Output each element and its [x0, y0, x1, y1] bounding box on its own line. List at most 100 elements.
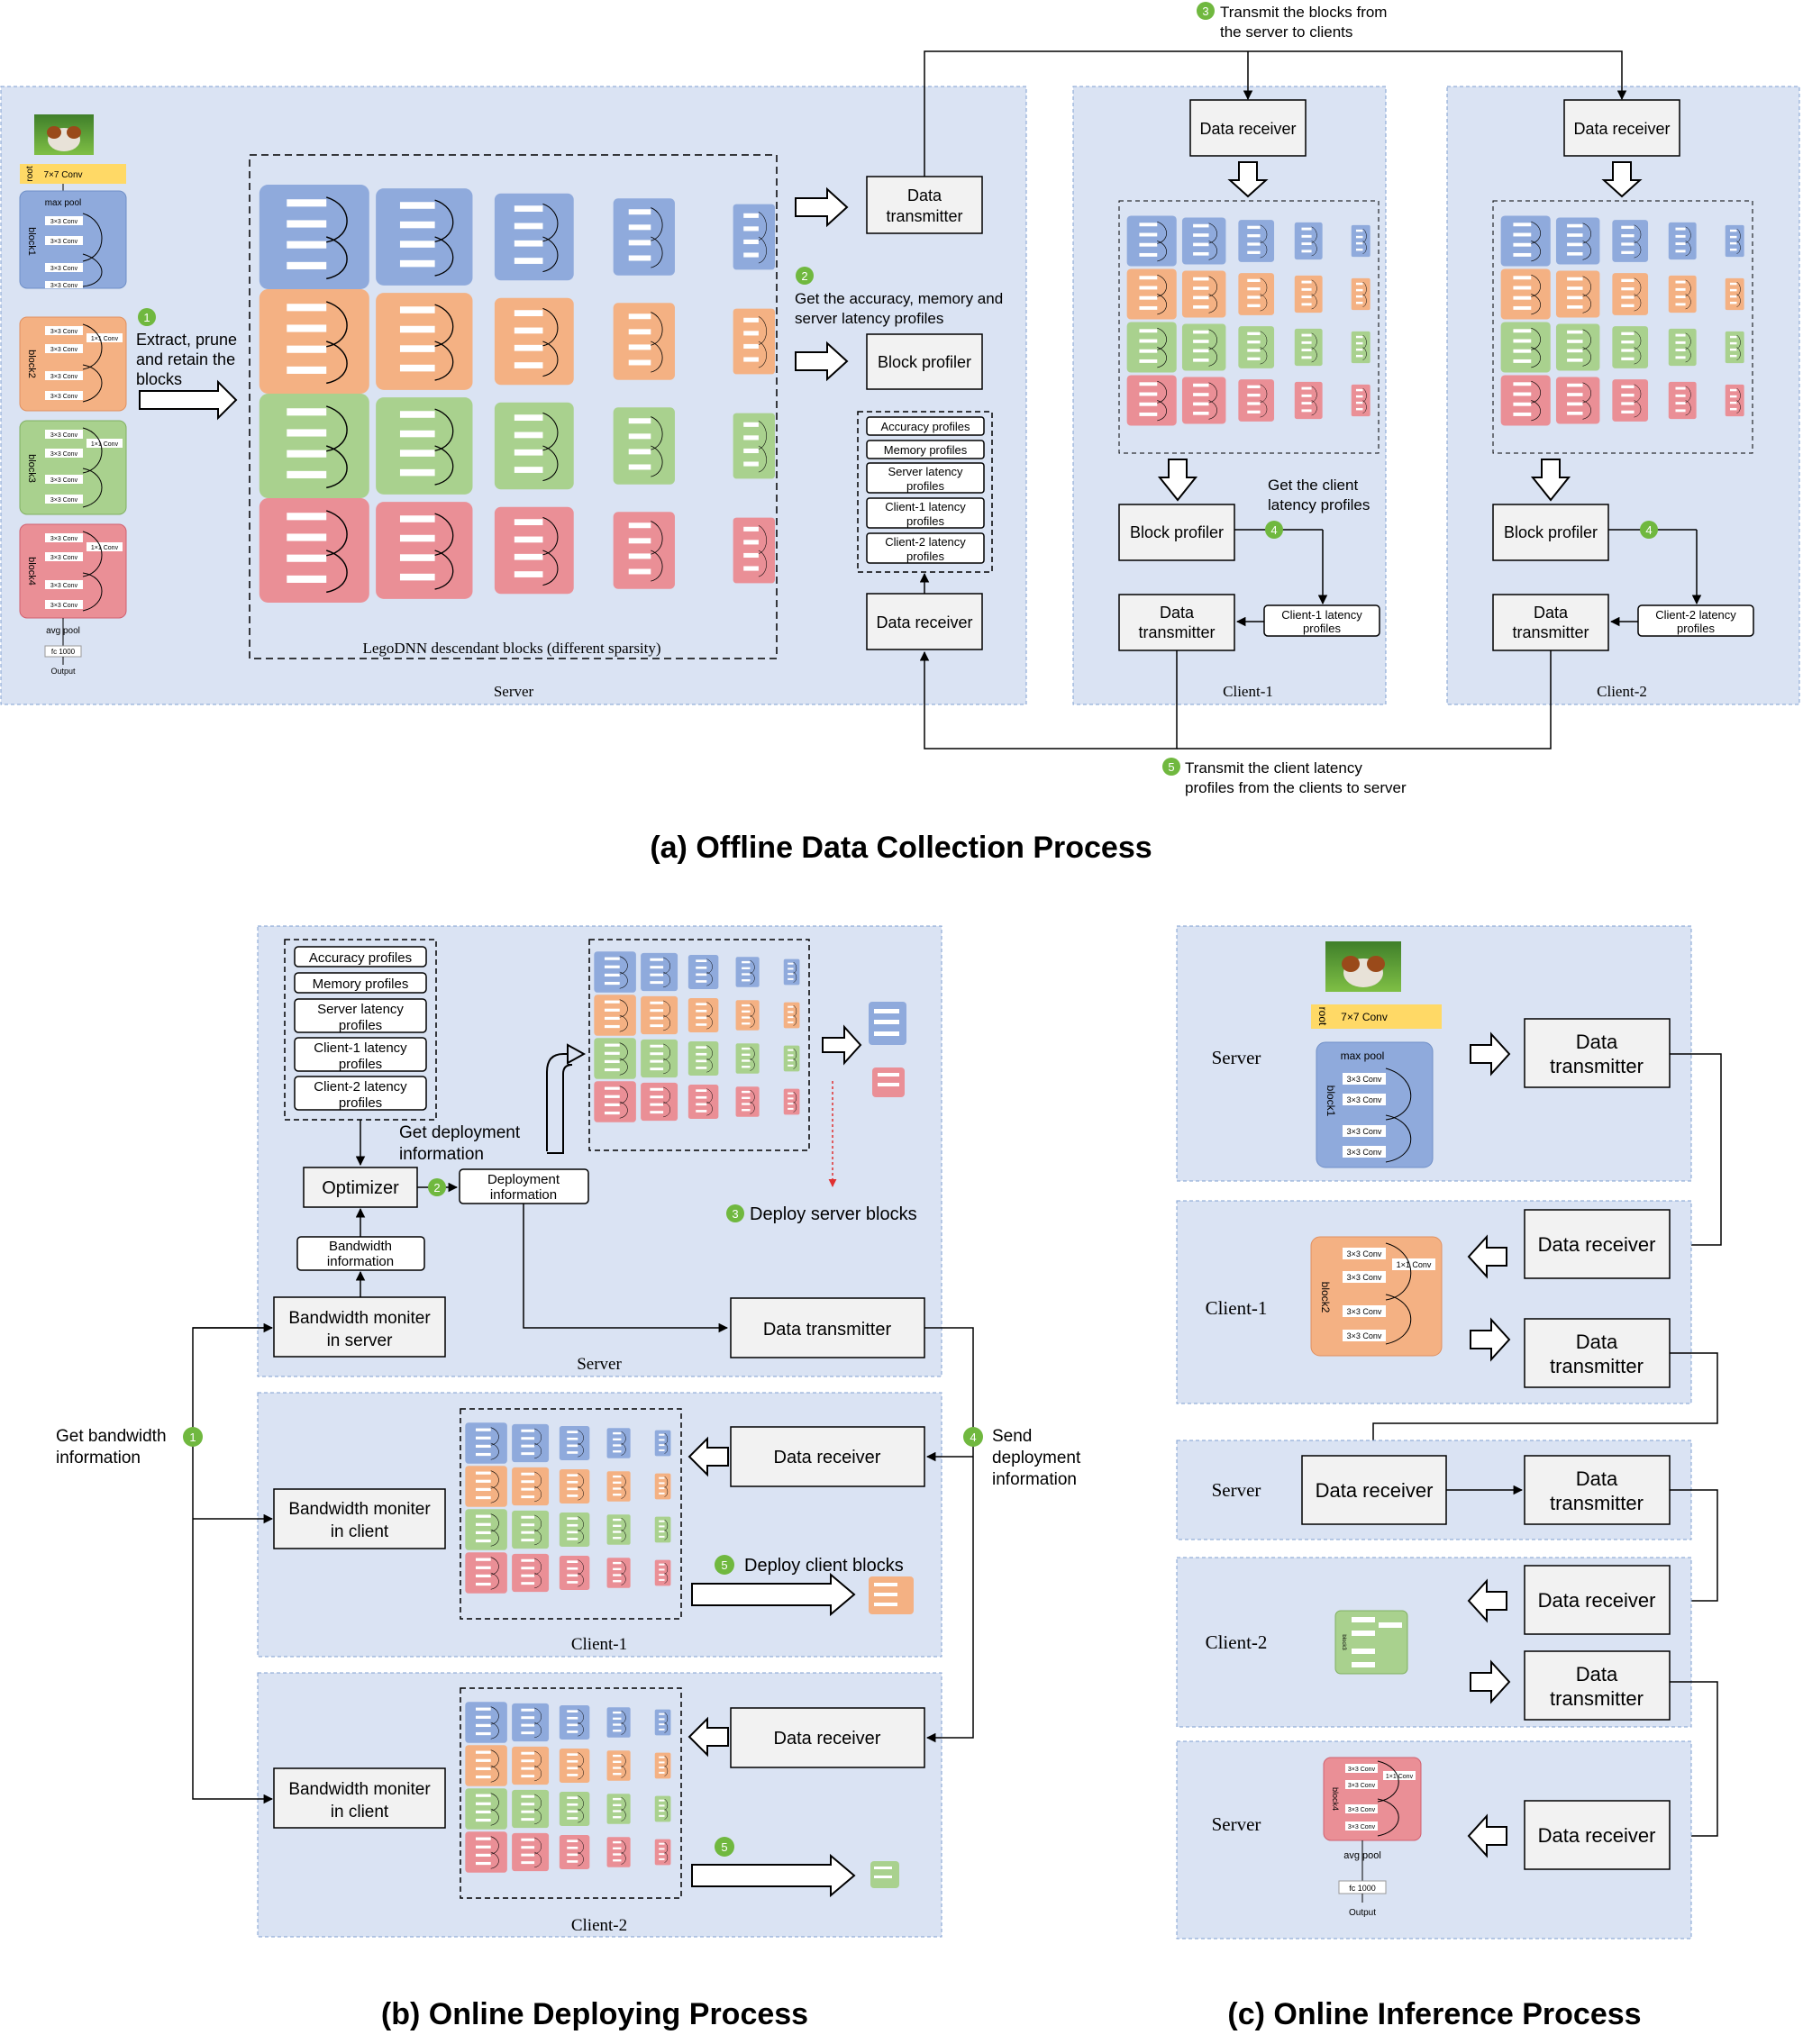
mini-block	[594, 951, 636, 993]
mini-block	[465, 1552, 507, 1594]
output-label: Output	[50, 667, 76, 676]
svg-text:3×3 Conv: 3×3 Conv	[1347, 1095, 1382, 1104]
svg-text:Server: Server	[1212, 1047, 1261, 1068]
svg-text:Memory profiles: Memory profiles	[313, 977, 409, 992]
svg-text:2: 2	[433, 1181, 440, 1195]
mini-block	[606, 1471, 631, 1502]
mini-block	[559, 1792, 590, 1826]
mini-block	[1238, 326, 1275, 368]
svg-text:Data transmitter: Data transmitter	[763, 1320, 892, 1340]
svg-text:Get the client: Get the client	[1268, 477, 1358, 494]
mini-block	[1612, 220, 1649, 262]
mini-block	[1500, 215, 1551, 267]
mini-block	[594, 1038, 636, 1079]
svg-text:3×3 Conv: 3×3 Conv	[1347, 1273, 1382, 1282]
svg-text:1×1 Conv: 1×1 Conv	[91, 336, 119, 342]
mini-block	[606, 1750, 631, 1781]
svg-text:3×3 Conv: 3×3 Conv	[1348, 1783, 1376, 1789]
svg-text:transmitter: transmitter	[886, 207, 962, 225]
mini-block	[688, 998, 719, 1032]
svg-text:Client-2 latency: Client-2 latency	[1655, 608, 1736, 622]
svg-text:Extract, prune: Extract, prune	[136, 331, 237, 349]
client1-a: Data receiver Block profiler Get the cli…	[1118, 99, 1380, 651]
mini-block	[1126, 375, 1177, 426]
mini-block	[606, 1514, 631, 1545]
panel-c-client2: Client-2 block3 Data receiver Data trans…	[1176, 1557, 1692, 1728]
mini-block	[783, 1045, 800, 1072]
svg-text:3×3 Conv: 3×3 Conv	[1347, 1249, 1382, 1258]
svg-text:fc 1000: fc 1000	[1349, 1884, 1376, 1893]
svg-text:3×3 Conv: 3×3 Conv	[1348, 1824, 1376, 1831]
mini-block	[1725, 384, 1744, 417]
mini-block	[559, 1705, 590, 1740]
mini-block	[606, 1837, 631, 1867]
svg-text:3×3 Conv: 3×3 Conv	[50, 394, 78, 400]
svg-text:3×3 Conv: 3×3 Conv	[1348, 1807, 1376, 1813]
svg-text:deployment: deployment	[992, 1449, 1081, 1467]
mini-block	[1668, 222, 1697, 260]
mini-block	[512, 1553, 550, 1593]
svg-text:latency profiles: latency profiles	[1268, 496, 1370, 513]
client2-block-grid	[465, 1702, 671, 1873]
svg-text:3×3 Conv: 3×3 Conv	[50, 266, 78, 272]
svg-text:Send: Send	[992, 1427, 1032, 1446]
svg-text:transmitter: transmitter	[1550, 1055, 1644, 1077]
mini-block	[654, 1473, 671, 1500]
client1-block-grid	[465, 1422, 671, 1594]
svg-text:Transmit the client latency: Transmit the client latency	[1185, 759, 1362, 777]
svg-text:profiles: profiles	[906, 479, 944, 493]
caption-a: (a) Offline Data Collection Process	[650, 831, 1152, 865]
client2-a: Data receiver Block profiler 4 Client-2 …	[1492, 99, 1754, 651]
svg-text:server latency profiles: server latency profiles	[795, 310, 943, 327]
mini-block	[735, 1086, 760, 1117]
panel-a-client2-label: Client-2	[1597, 683, 1647, 700]
mini-block	[465, 1466, 507, 1507]
svg-text:Deploy client blocks: Deploy client blocks	[744, 1556, 904, 1576]
svg-text:Data receiver: Data receiver	[1538, 1233, 1656, 1256]
svg-text:profiles: profiles	[1303, 622, 1341, 635]
svg-text:information: information	[399, 1145, 484, 1164]
svg-text:3×3 Conv: 3×3 Conv	[50, 603, 78, 609]
mini-block	[606, 1558, 631, 1588]
mini-block	[1725, 224, 1744, 258]
client1-b: Bandwidth moniter in client Data receive…	[273, 1408, 925, 1620]
svg-text:Data: Data	[1160, 604, 1195, 622]
svg-text:Client-2: Client-2	[571, 1916, 627, 1935]
svg-text:transmitter: transmitter	[1512, 623, 1589, 641]
mini-block	[512, 1423, 550, 1463]
mini-block	[1500, 322, 1551, 373]
svg-text:Bandwidth moniter: Bandwidth moniter	[288, 1309, 431, 1328]
svg-text:information: information	[56, 1449, 141, 1467]
svg-text:block4: block4	[1331, 1787, 1340, 1811]
model-a-block2: block2 3×3 Conv 3×3 Conv 3×3 Conv 3×3 Co…	[19, 316, 127, 412]
svg-text:Data: Data	[1576, 1663, 1618, 1685]
mini-block	[594, 995, 636, 1036]
step-badge-icon	[1640, 521, 1658, 539]
panel-c-client1: Client-1 block2 3×3 Conv 3×3 Conv 3×3 Co…	[1176, 1200, 1692, 1404]
mini-block	[641, 952, 678, 992]
svg-text:the server to clients: the server to clients	[1220, 23, 1352, 41]
mini-block	[733, 308, 775, 375]
svg-text:3×3 Conv: 3×3 Conv	[50, 583, 78, 589]
svg-text:information: information	[490, 1187, 557, 1203]
root-label: root	[25, 166, 35, 181]
mini-block	[465, 1745, 507, 1786]
svg-text:Optimizer: Optimizer	[322, 1178, 399, 1198]
svg-text:Block profiler: Block profiler	[1130, 523, 1224, 541]
svg-text:3×3 Conv: 3×3 Conv	[50, 219, 78, 225]
svg-text:information: information	[327, 1254, 394, 1269]
mini-block	[606, 1794, 631, 1824]
svg-text:Client-1: Client-1	[571, 1635, 627, 1654]
mini-block	[688, 1041, 719, 1076]
svg-text:Client-1 latency: Client-1 latency	[314, 1040, 407, 1056]
svg-text:blocks: blocks	[136, 370, 182, 388]
client2-b: Bandwidth moniter in client Data receive…	[273, 1687, 925, 1899]
data-transmitter-b: Data transmitter	[730, 1297, 925, 1358]
mini-block	[259, 185, 369, 289]
hollow-arrow-icon	[822, 1024, 862, 1066]
mini-block	[654, 1559, 671, 1586]
mini-block	[512, 1832, 550, 1872]
mini-block	[1612, 273, 1649, 315]
svg-text:3×3 Conv: 3×3 Conv	[50, 555, 78, 561]
svg-text:Data receiver: Data receiver	[1573, 120, 1670, 138]
